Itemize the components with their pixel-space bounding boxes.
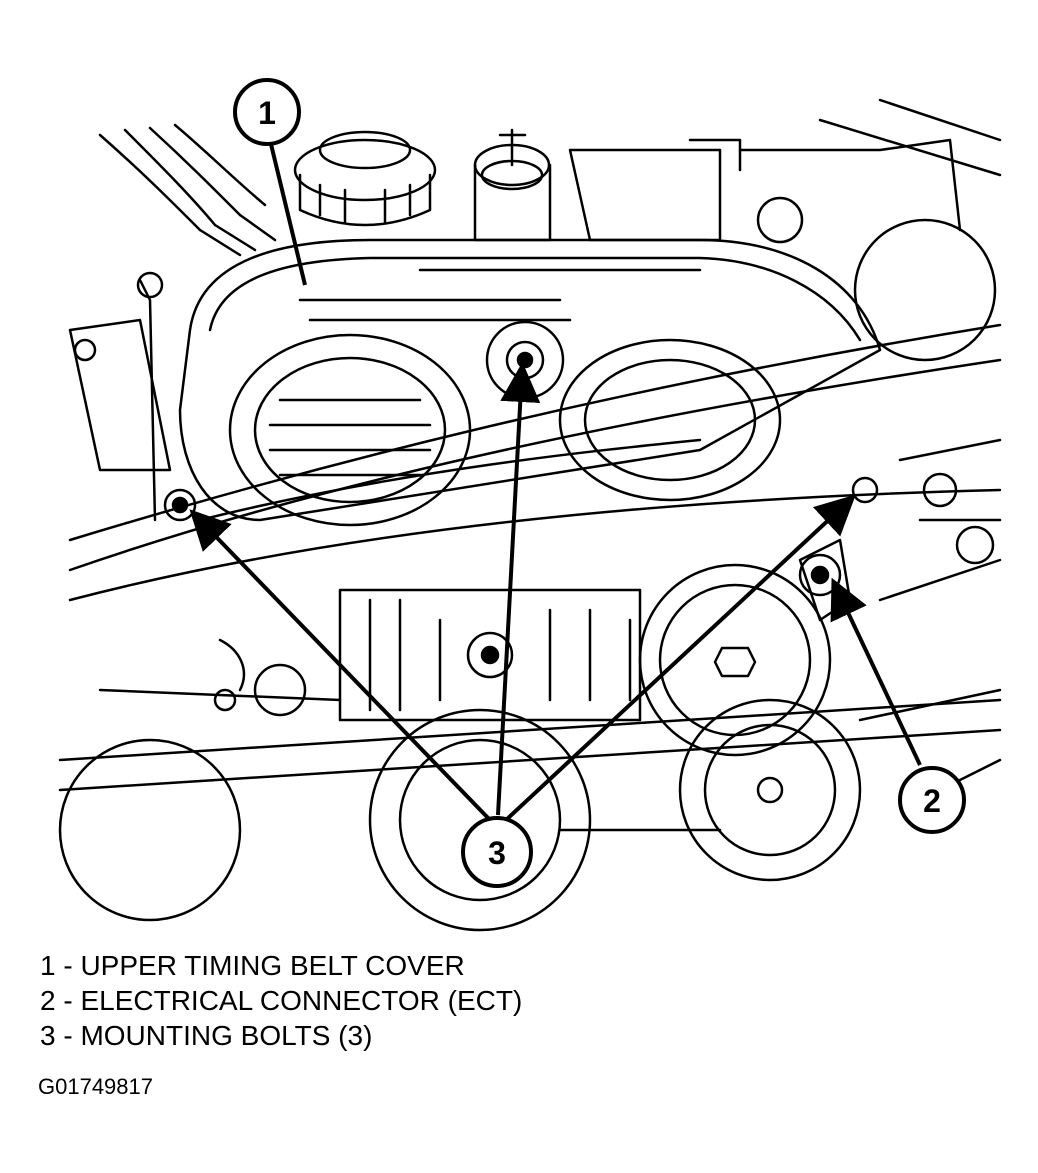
leader-line-3a [189, 509, 492, 822]
engine-diagram: 1 2 3 [58, 78, 1002, 932]
oil-filler-cap [293, 130, 437, 227]
callout-2-label: 2 [923, 783, 941, 819]
lower-engine-block [98, 588, 642, 722]
right-side-details [878, 438, 1002, 782]
legend-item-2: 2 - ELECTRICAL CONNECTOR (ECT) [40, 985, 523, 1016]
figure-id: G01749817 [38, 1074, 153, 1099]
leader-line-2 [830, 577, 922, 766]
callout-1-label: 1 [258, 95, 276, 131]
leader-line-1 [268, 139, 307, 286]
upper-timing-belt-cover [178, 238, 882, 527]
callout-3: 3 [461, 816, 533, 888]
lower-pulleys [58, 688, 1002, 932]
callout-3-label: 3 [488, 835, 506, 871]
upper-right-components [568, 98, 1002, 362]
callout-1: 1 [233, 78, 301, 146]
legend: 1 - UPPER TIMING BELT COVER 2 - ELECTRIC… [40, 948, 522, 1053]
callout-2: 2 [898, 766, 966, 834]
serpentine-belt [68, 323, 1002, 602]
reservoir [473, 128, 552, 242]
legend-item-3: 3 - MOUNTING BOLTS (3) [40, 1020, 373, 1051]
left-bracket [68, 271, 197, 522]
leader-line-3c [504, 494, 856, 822]
upper-hoses [98, 123, 277, 257]
legend-item-1: 1 - UPPER TIMING BELT COVER [40, 950, 465, 981]
leader-line-3b [496, 362, 541, 816]
